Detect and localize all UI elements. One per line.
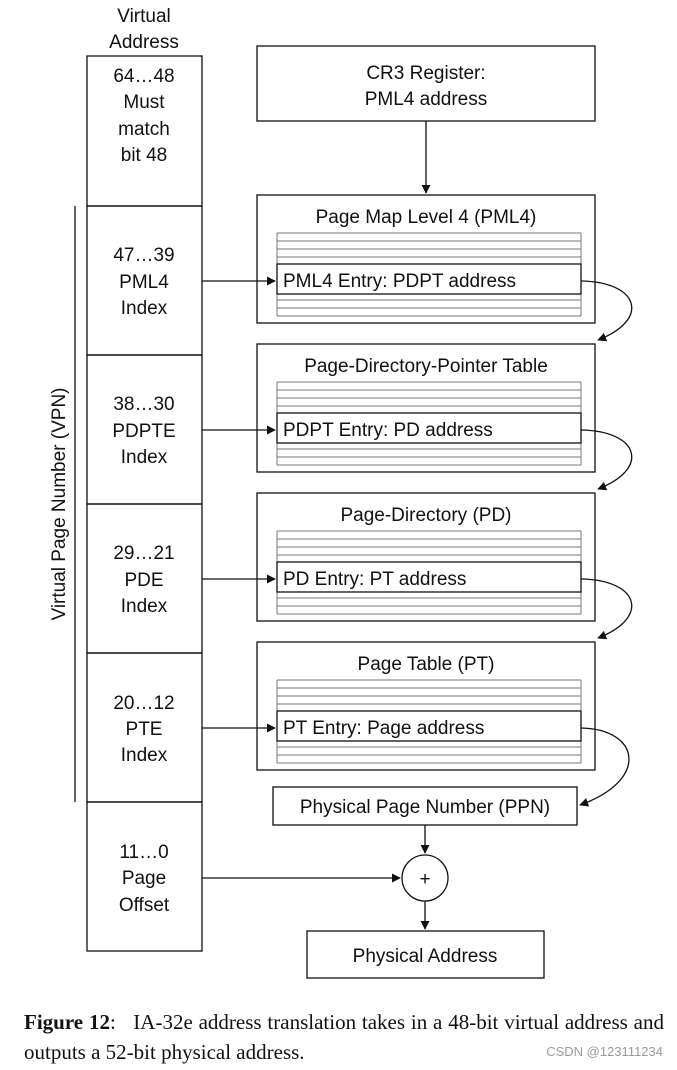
- table-pdpt-entry: PDPT Entry: PD address: [283, 420, 493, 441]
- cr3-line-1: PML4 address: [365, 89, 488, 110]
- address-translation-diagram: Virtual Address 64…48 Must match bit 48 …: [49, 6, 633, 979]
- pt-to-ppn-arrow: [579, 727, 630, 807]
- table-pml4-title: Page Map Level 4 (PML4): [316, 207, 537, 228]
- va-cell-5-line-1: Page: [122, 868, 166, 889]
- physical-address-box: [306, 930, 545, 979]
- va-cell-2-line-2: Index: [121, 447, 168, 468]
- table-pt-title: Page Table (PT): [358, 654, 495, 675]
- pd-to-pt-arrow: [580, 578, 633, 640]
- va-cell-0-line-2: match: [118, 119, 170, 140]
- cr3-line-0: CR3 Register:: [366, 63, 485, 84]
- va-header-line-2: Address: [109, 32, 179, 53]
- va-cell-4-line-1: PTE: [126, 719, 163, 740]
- table-pd: [256, 492, 596, 622]
- pml4-to-pdpt-arrow: [580, 280, 633, 342]
- figure-caption: Figure 12: IA-32e address translation ta…: [24, 1010, 664, 1064]
- caption-text: IA-32e address translation takes in a 48…: [24, 1010, 664, 1064]
- table-pt: [256, 641, 596, 771]
- physical-address-label: Physical Address: [353, 946, 498, 967]
- va-cell-1-line-2: Index: [121, 298, 168, 319]
- table-pml4: [256, 194, 596, 324]
- va-cell-1-line-1: PML4: [119, 272, 169, 293]
- watermark: CSDN @123111234: [546, 1044, 663, 1059]
- va-cell-4-line-2: Index: [121, 745, 168, 766]
- table-pml4-entry: PML4 Entry: PDPT address: [283, 271, 516, 292]
- va-cell-2-line-1: PDPTE: [112, 421, 175, 442]
- va-cell-3-line-2: Index: [121, 596, 168, 617]
- virtual-address-column: [86, 55, 203, 952]
- pdpt-to-pd-arrow: [580, 429, 633, 491]
- va-cell-5-line-2: Offset: [119, 895, 170, 916]
- va-header-line-1: Virtual: [117, 6, 171, 27]
- ppn-label: Physical Page Number (PPN): [300, 797, 550, 818]
- va-cell-5-line-0: 11…0: [119, 842, 168, 863]
- va-cell-0-line-0: 64…48: [113, 66, 174, 87]
- vpn-label: Virtual Page Number (VPN): [49, 387, 70, 620]
- va-cell-4-line-0: 20…12: [113, 693, 174, 714]
- adder-symbol: +: [419, 869, 430, 890]
- va-cell-3-line-0: 29…21: [113, 543, 174, 564]
- caption-label: Figure 12: [24, 1010, 110, 1034]
- va-cell-3-line-1: PDE: [124, 570, 163, 591]
- table-pd-title: Page-Directory (PD): [340, 505, 511, 526]
- va-cell-0-line-1: Must: [123, 92, 165, 113]
- table-pd-entry: PD Entry: PT address: [283, 569, 466, 590]
- va-cell-offset: [86, 801, 203, 952]
- va-cell-2-line-0: 38…30: [113, 394, 174, 415]
- table-pdpt: [256, 343, 596, 473]
- table-pdpt-title: Page-Directory-Pointer Table: [304, 356, 548, 377]
- va-cell-0-line-3: bit 48: [121, 145, 167, 166]
- table-pt-entry: PT Entry: Page address: [283, 718, 484, 739]
- va-cell-1-line-0: 47…39: [113, 245, 174, 266]
